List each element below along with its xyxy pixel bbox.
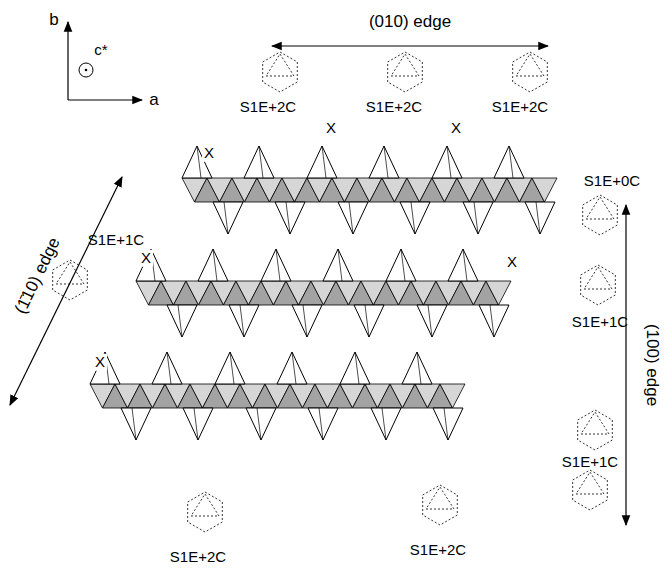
dotted-octahedron [573, 470, 608, 510]
site-marker: X [202, 145, 216, 162]
dotted-octahedron [53, 260, 88, 300]
tetrahedron [275, 202, 305, 234]
tetrahedron [386, 249, 416, 281]
tetrahedron [369, 146, 399, 178]
site-label: S1E+2C [240, 99, 296, 116]
tetrahedron [307, 146, 337, 178]
dotted-tetrahedron [191, 494, 219, 516]
octahedron [532, 178, 557, 202]
dotted-octahedron [513, 52, 548, 92]
site-marker: X [139, 250, 153, 267]
unit [90, 352, 228, 440]
dotted-tetrahedron [586, 197, 614, 219]
tetrahedron [338, 202, 368, 234]
dotted-tetrahedron [391, 54, 419, 76]
tetrahedron [213, 202, 243, 234]
unit [136, 249, 274, 337]
site-label: S1E+2C [410, 542, 466, 559]
unit [386, 249, 511, 337]
dotted-octahedron [388, 52, 423, 92]
unit [432, 146, 557, 234]
dotted-octahedron [188, 492, 223, 532]
site-marker: X [449, 120, 463, 137]
tetrahedron [525, 202, 555, 234]
tetrahedron [244, 146, 274, 178]
unit [261, 249, 399, 337]
site-label: S1E+2C [170, 549, 226, 566]
octahedron [486, 281, 511, 305]
tetrahedron [323, 249, 353, 281]
site-marker: X [93, 354, 107, 371]
dotted-octahedron [578, 410, 613, 450]
tetrahedron [432, 146, 462, 178]
tetrahedron [340, 352, 370, 384]
axis-label: c* [94, 42, 107, 59]
dotted-polyhedra [53, 52, 618, 532]
tetrahedron [448, 249, 478, 281]
dotted-tetrahedron [581, 412, 609, 434]
site-label: S1E+1C [562, 454, 618, 471]
dotted-tetrahedron [56, 262, 84, 284]
tetrahedron [167, 305, 197, 337]
tetrahedron [246, 408, 276, 440]
dotted-tetrahedron [516, 54, 544, 76]
tetrahedron [277, 352, 307, 384]
tetrahedron [400, 202, 430, 234]
site-label: S1E+2C [366, 99, 422, 116]
edge-label: (100) edge [643, 324, 662, 406]
tetrahedron [479, 305, 509, 337]
site-marker: X [324, 120, 338, 137]
unit [340, 352, 465, 440]
edge-arrows [10, 46, 626, 525]
tetrahedron [136, 249, 166, 281]
site-label: S1E+1C [572, 314, 628, 331]
dotted-tetrahedron [266, 54, 294, 76]
dotted-tetrahedron [576, 472, 604, 494]
site-label: S1E+1C [88, 232, 144, 249]
tetrahedron [261, 249, 291, 281]
site-label: S1E+0C [584, 173, 640, 190]
unit [215, 352, 353, 440]
site-label: S1E+2C [492, 99, 548, 116]
dotted-octahedron [423, 485, 458, 525]
tetrahedron [371, 408, 401, 440]
edge-label: (010) edge [369, 13, 451, 32]
polyhedra [90, 146, 557, 440]
axis-label: a [149, 91, 158, 110]
axis-icon [68, 22, 142, 100]
tetrahedron [229, 305, 259, 337]
tetrahedron [183, 408, 213, 440]
tetrahedron [152, 352, 182, 384]
tetrahedron [354, 305, 384, 337]
tetrahedron [417, 305, 447, 337]
tetrahedron [402, 352, 432, 384]
dotted-tetrahedron [584, 267, 612, 289]
tetrahedron [90, 352, 120, 384]
tetrahedron [198, 249, 228, 281]
tetrahedron [433, 408, 463, 440]
tetrahedron [292, 305, 322, 337]
dotted-octahedron [583, 195, 618, 235]
axis-label: b [49, 11, 58, 30]
dotted-octahedron [263, 52, 298, 92]
unit [307, 146, 445, 234]
octahedron [440, 384, 465, 408]
tetrahedron [308, 408, 338, 440]
tetrahedron [463, 202, 493, 234]
tetrahedron [215, 352, 245, 384]
site-marker: X [505, 254, 519, 271]
tetrahedron [494, 146, 524, 178]
dotted-octahedron [581, 265, 616, 305]
edge-label: (1̄10) edge [12, 235, 65, 317]
tetrahedron [121, 408, 151, 440]
dotted-tetrahedron [426, 487, 454, 509]
